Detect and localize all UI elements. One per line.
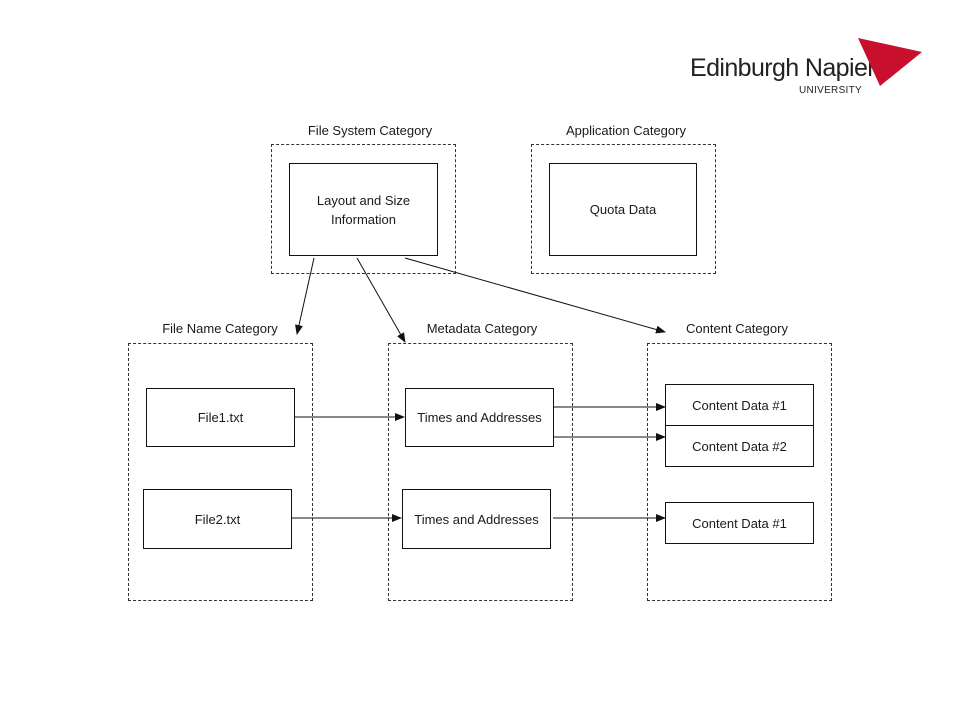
quota-data-node: Quota Data	[549, 163, 697, 256]
layout-size-node: Layout and Size Information	[289, 163, 438, 256]
logo-subtitle: UNIVERSITY	[799, 85, 863, 96]
times-addresses-node-2: Times and Addresses	[402, 489, 551, 549]
content-data-label-1a: Content Data #1	[692, 397, 787, 413]
content-data-node-1a: Content Data #1	[665, 384, 814, 426]
metadata-category-group	[388, 343, 573, 601]
times-addresses-label-2: Times and Addresses	[414, 511, 539, 527]
content-data-node-1b: Content Data #2	[665, 425, 814, 467]
file-system-category-group	[271, 144, 456, 274]
edinburgh-napier-logo: Edinburgh Napier UNIVERSITY	[688, 36, 928, 96]
layout-size-label: Layout and Size Information	[316, 192, 411, 227]
metadata-category-label: Metadata Category	[426, 321, 538, 336]
application-category-group	[531, 144, 716, 274]
content-data-label-2a: Content Data #1	[692, 515, 787, 531]
content-category-label: Content Category	[686, 321, 788, 336]
file-system-category-label: File System Category	[307, 123, 433, 138]
file1-node: File1.txt	[146, 388, 295, 447]
content-data-node-2a: Content Data #1	[665, 502, 814, 544]
times-addresses-label-1: Times and Addresses	[417, 410, 542, 425]
arrow-layout-to-metadata	[356, 257, 406, 343]
content-category-group	[647, 343, 832, 601]
file2-label: File2.txt	[194, 511, 241, 527]
arrow-layout-to-filename	[295, 257, 315, 335]
logo-name: Edinburgh Napier	[690, 54, 876, 82]
file1-label: File1.txt	[197, 410, 244, 425]
arrow-layout-to-content	[404, 257, 666, 334]
file-name-category-label: File Name Category	[162, 321, 278, 336]
file-name-category-group	[128, 343, 313, 601]
quota-data-label: Quota Data	[589, 202, 657, 217]
content-data-label-1b: Content Data #2	[692, 438, 787, 454]
times-addresses-node-1: Times and Addresses	[405, 388, 554, 447]
application-category-label: Application Category	[566, 123, 686, 138]
file2-node: File2.txt	[143, 489, 292, 549]
logo-triangle-icon	[858, 38, 922, 86]
